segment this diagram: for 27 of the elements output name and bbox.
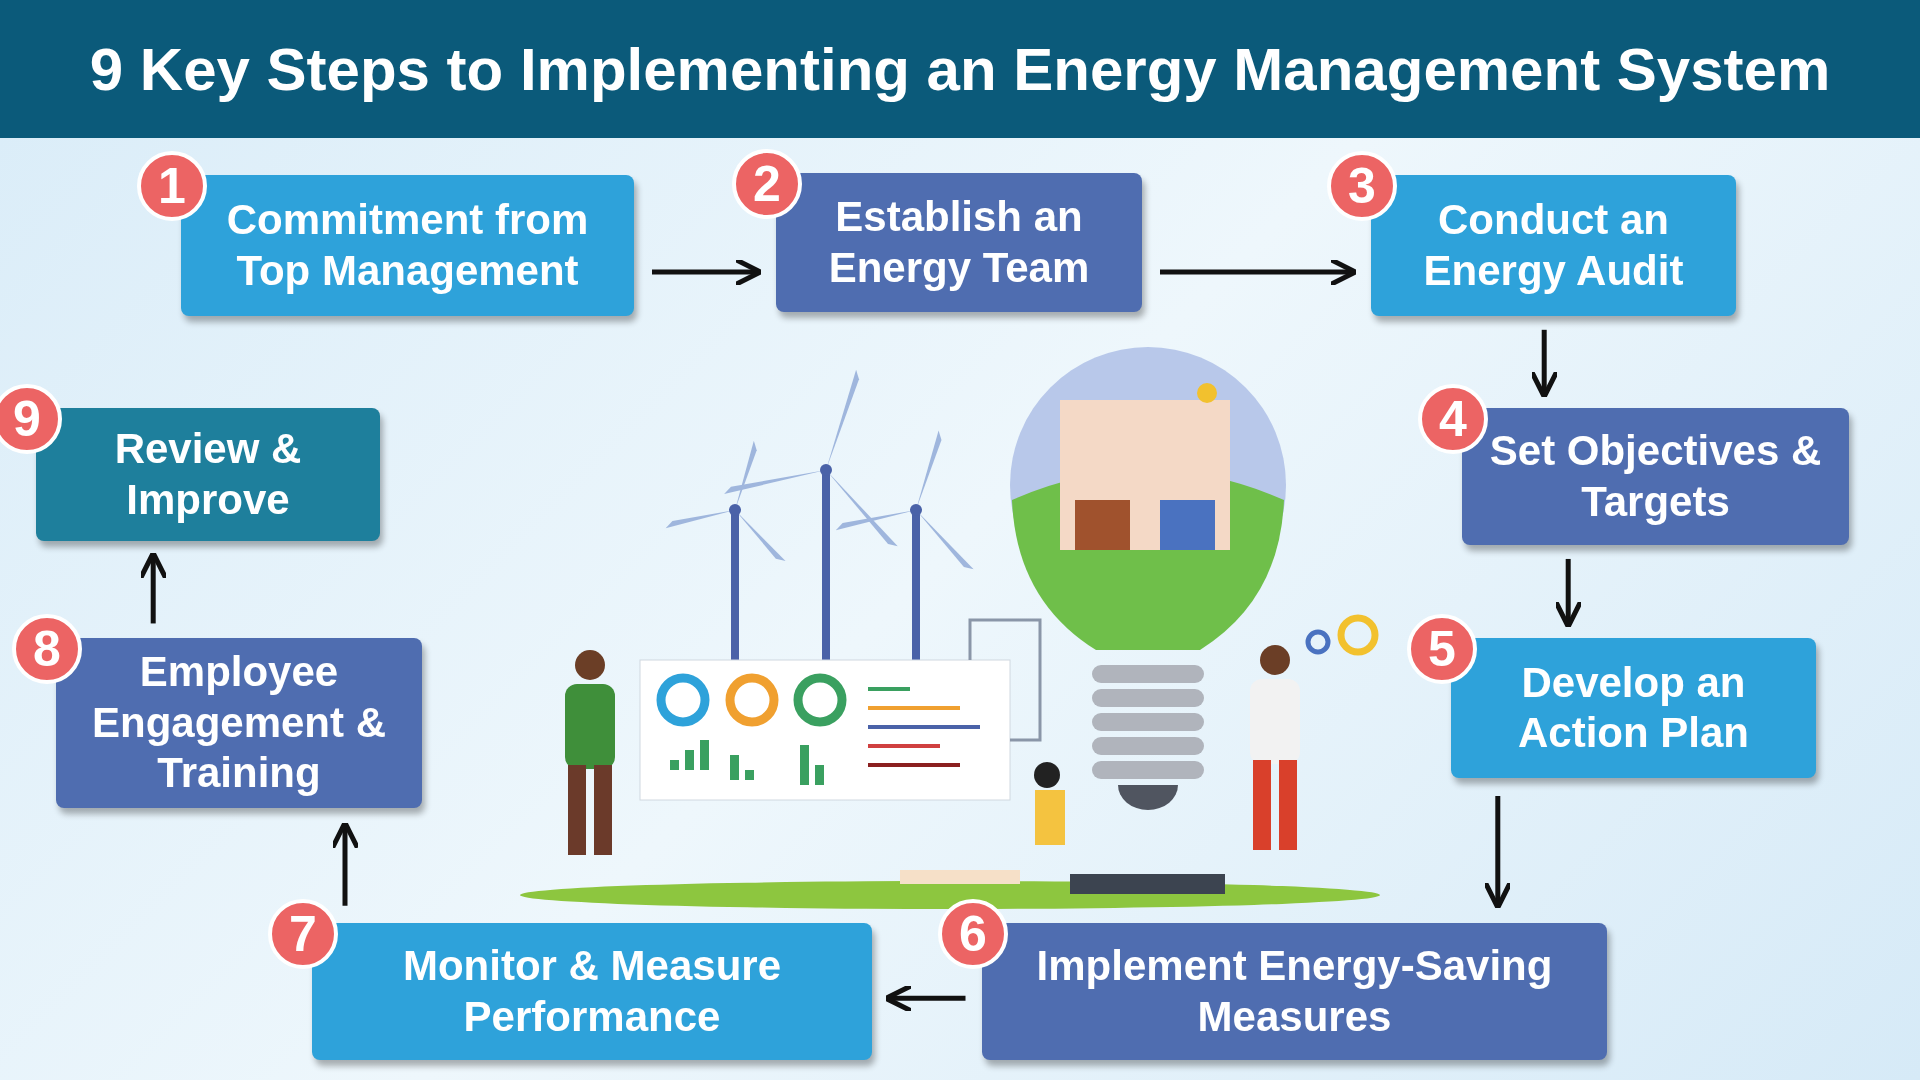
step-label: Commitment from Top Management	[225, 195, 590, 296]
arrow	[1160, 257, 1358, 287]
step-number-badge: 9	[0, 384, 62, 454]
arrow	[1553, 558, 1584, 630]
arrow	[330, 820, 360, 906]
arrow	[1482, 796, 1513, 910]
step-label: Employee Engagement & Training	[90, 647, 387, 799]
step-number-badge: 8	[12, 614, 82, 684]
step-number-badge: 6	[938, 899, 1008, 969]
step-number-badge: 3	[1327, 151, 1397, 221]
step-number-badge: 5	[1407, 614, 1477, 684]
step-label: Review & Improve	[113, 424, 303, 525]
arrow	[883, 983, 966, 1014]
arrow	[1529, 329, 1560, 400]
step-label: Set Objectives & Targets	[1488, 426, 1823, 527]
step-number-badge: 7	[268, 899, 338, 969]
arrow	[652, 257, 763, 287]
step-label: Develop an Action Plan	[1517, 657, 1750, 758]
step-number-badge: 1	[137, 151, 207, 221]
step-number-badge: 4	[1418, 384, 1488, 454]
step-number-badge: 2	[732, 149, 802, 219]
arrow	[138, 550, 169, 624]
step-label: Implement Energy-Saving Measures	[1035, 941, 1554, 1042]
step-label: Monitor & Measure Performance	[401, 941, 782, 1042]
step-label: Establish an Energy Team	[827, 192, 1091, 293]
step-label: Conduct an Energy Audit	[1422, 195, 1685, 296]
title: 9 Key Steps to Implementing an Energy Management System	[89, 34, 1831, 104]
